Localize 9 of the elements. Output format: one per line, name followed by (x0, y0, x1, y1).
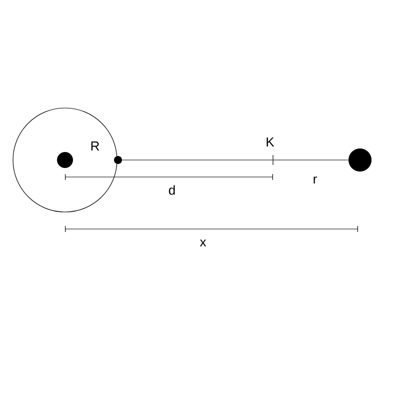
label: R (91, 142, 100, 150)
dot (114, 156, 122, 164)
label: d (168, 185, 175, 195)
planet-circle (12, 108, 118, 212)
label: r (314, 176, 317, 184)
label: x (200, 240, 206, 246)
label: K (266, 138, 274, 146)
center-dot (57, 152, 73, 168)
dot (348, 148, 372, 172)
